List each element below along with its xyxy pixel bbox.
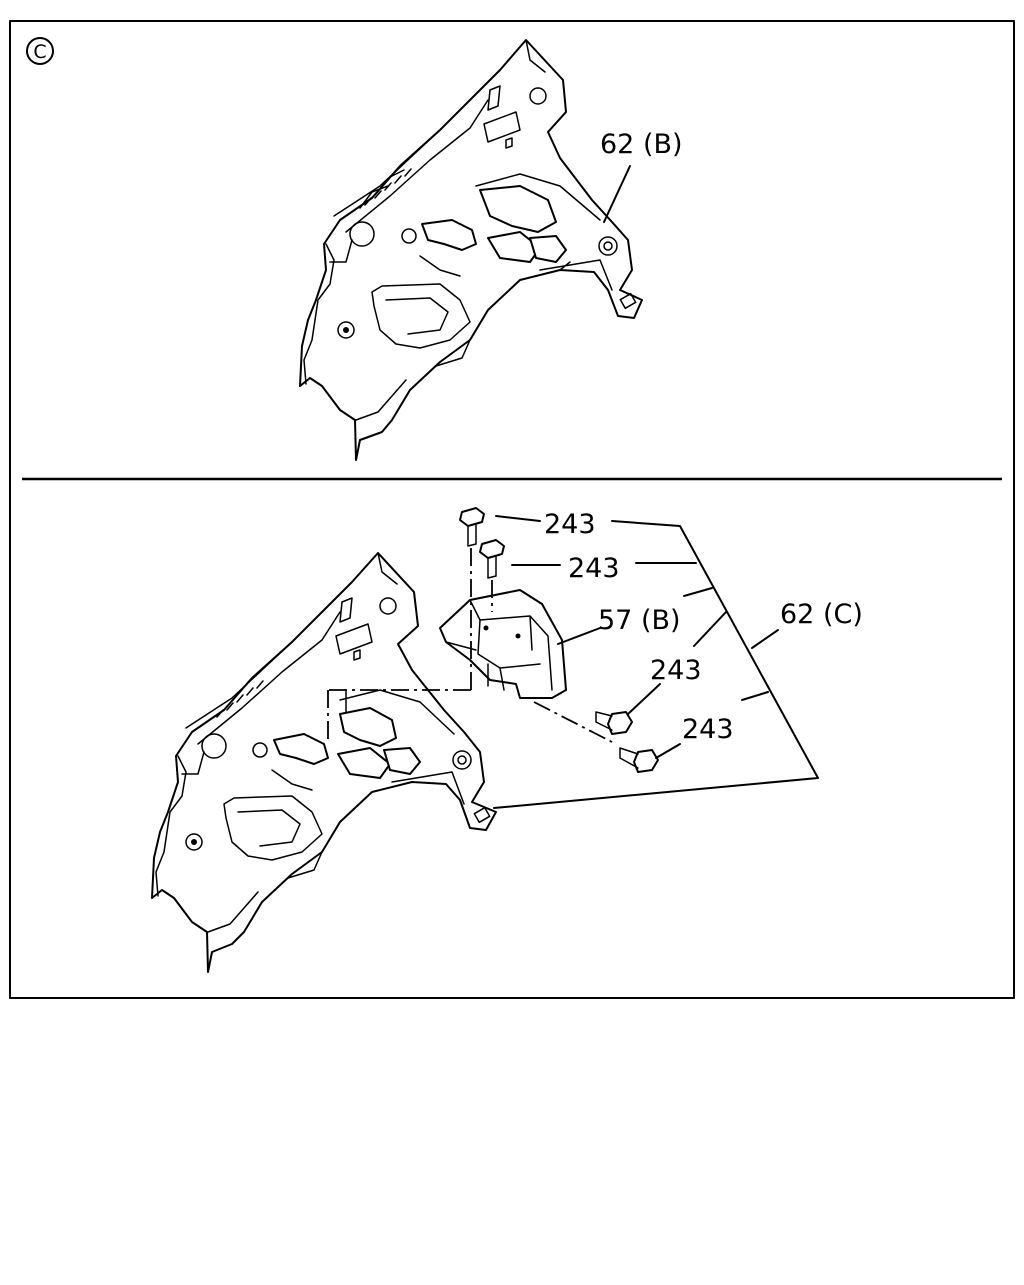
bracket-57b-detail [445,599,553,691]
bottom-hole-1 [201,733,227,759]
bottom-callout-lines [493,515,819,809]
bottom-hole-3 [185,833,203,851]
top-hole-4 [598,236,618,256]
bottom-inner-lines [271,689,465,805]
bottom-upper-boxes [335,597,373,661]
callout-62c: 62 (C) [780,599,863,630]
section-marker: C [26,37,54,65]
callout-62b-label: 62 (B) [600,129,683,160]
top-wheelhouse-panel [299,39,643,461]
bolt-2 [479,539,505,579]
callout-243-c: 243 [650,655,702,686]
bolt-3-head [607,711,633,735]
bolt-3-shank [595,711,613,731]
callout-62b-leader [603,165,631,223]
bolt-4 [619,747,659,773]
top-hole-1 [349,221,375,247]
top-lower-skirt [309,339,471,421]
top-hole-5 [529,87,547,105]
top-hole-2 [401,228,417,244]
bottom-upper-rail [185,552,398,745]
bottom-hole-4 [452,750,472,770]
bracket-57b-pin-2 [515,633,521,639]
section-marker-letter: C [33,41,46,63]
callout-57b: 57 (B) [598,605,681,636]
bottom-bracket-4 [383,747,421,775]
top-inner-lines [419,173,613,291]
section-marker-circle [26,37,54,65]
bolt-4-shank [619,747,639,769]
bottom-wheelhouse-panel [151,552,497,973]
bottom-bracket-3 [337,747,391,779]
top-slot [619,292,637,310]
align-bolt-4 [533,701,613,743]
top-bracket-2 [479,185,557,233]
top-bracket-4 [529,235,567,263]
bolt-1-head [459,507,485,527]
bottom-wheel-arch [223,795,323,861]
top-panel-body [299,39,643,461]
bottom-slot [473,806,491,824]
bracket-57b-pin-1 [483,625,489,631]
alignment-lines [327,548,613,744]
bolt-3 [595,711,633,735]
callout-243-d: 243 [682,714,734,745]
callout-243-a: 243 [544,509,596,540]
diagram-frame [9,20,1015,999]
bottom-left-flange [155,751,205,897]
leader-62c-bracket [493,520,819,809]
bottom-hole-3-center [191,839,197,845]
top-bracket-1 [421,219,477,251]
leader-243-a [495,515,541,522]
leader-243-d [655,743,681,759]
top-hole-3 [337,321,355,339]
top-upper-boxes [483,85,521,149]
bottom-hole-2 [252,742,268,758]
bottom-bracket-1 [273,733,329,765]
bolt-2-shank [487,555,497,579]
top-wheel-arch [371,283,471,349]
bolt-2-head [479,539,505,559]
bolt-4-head [633,749,659,773]
bottom-bracket-2 [339,707,397,747]
top-callout-62b: 62 (B) [600,129,683,223]
top-hole-4-inner [603,241,613,251]
bottom-panel-body [151,552,497,973]
leader-243-c [627,683,661,715]
bolt-1 [459,507,485,547]
top-hole-3-center [343,327,349,333]
leader-57b [557,627,601,645]
bottom-lower-skirt [161,851,323,933]
top-upper-rail [333,39,546,233]
top-left-flange [303,239,353,385]
bolt-1-shank [467,523,477,547]
callout-243-b: 243 [568,553,620,584]
top-rail-ribs [364,168,412,206]
bracket-57b [439,589,567,699]
bottom-hole-4-inner [457,755,467,765]
bottom-hole-5 [379,597,397,615]
bottom-rail-ribs [216,680,264,718]
